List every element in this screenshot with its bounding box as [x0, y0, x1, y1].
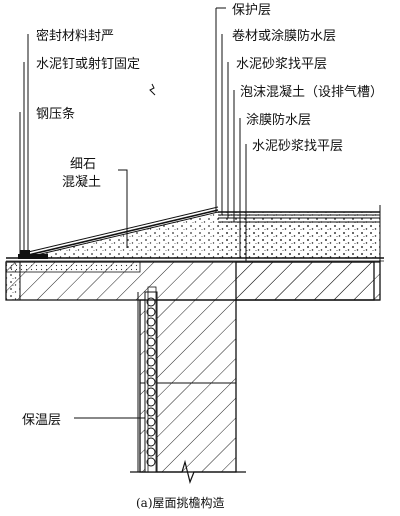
- figure-caption: (a)屋面挑檐构造: [136, 495, 225, 510]
- insulation-beads: [146, 297, 156, 467]
- label-foam: 泡沫混凝土（设排气槽）: [240, 84, 383, 100]
- label-protect: 保护层: [232, 3, 271, 18]
- break-line: [130, 459, 246, 484]
- leader-lines: [19, 7, 247, 419]
- label-nail: 水泥钉或射钉固定: [36, 56, 140, 72]
- label-insulation: 保温层: [22, 413, 61, 428]
- slab-right: [235, 261, 375, 301]
- label-mortar2: 水泥砂浆找平层: [252, 139, 343, 154]
- seal-material: [20, 250, 30, 255]
- label-seal: 密封材料封严: [36, 28, 114, 44]
- eave-nose: [5, 261, 21, 301]
- roof-layers: [23, 205, 381, 262]
- nail-tick: [149, 83, 156, 96]
- foam-concrete: [218, 222, 380, 258]
- eave-edge-band: [5, 261, 141, 273]
- label-membrane: 卷材或涂膜防水层: [232, 28, 336, 44]
- label-strip: 钢压条: [36, 106, 75, 122]
- label-fine-concrete-2: 混凝土: [62, 174, 101, 190]
- label-coating: 涂膜防水层: [246, 112, 311, 128]
- label-mortar1: 水泥砂浆找平层: [236, 57, 327, 72]
- steel-strip: [18, 254, 48, 259]
- label-fine-concrete-1: 细石: [70, 157, 96, 172]
